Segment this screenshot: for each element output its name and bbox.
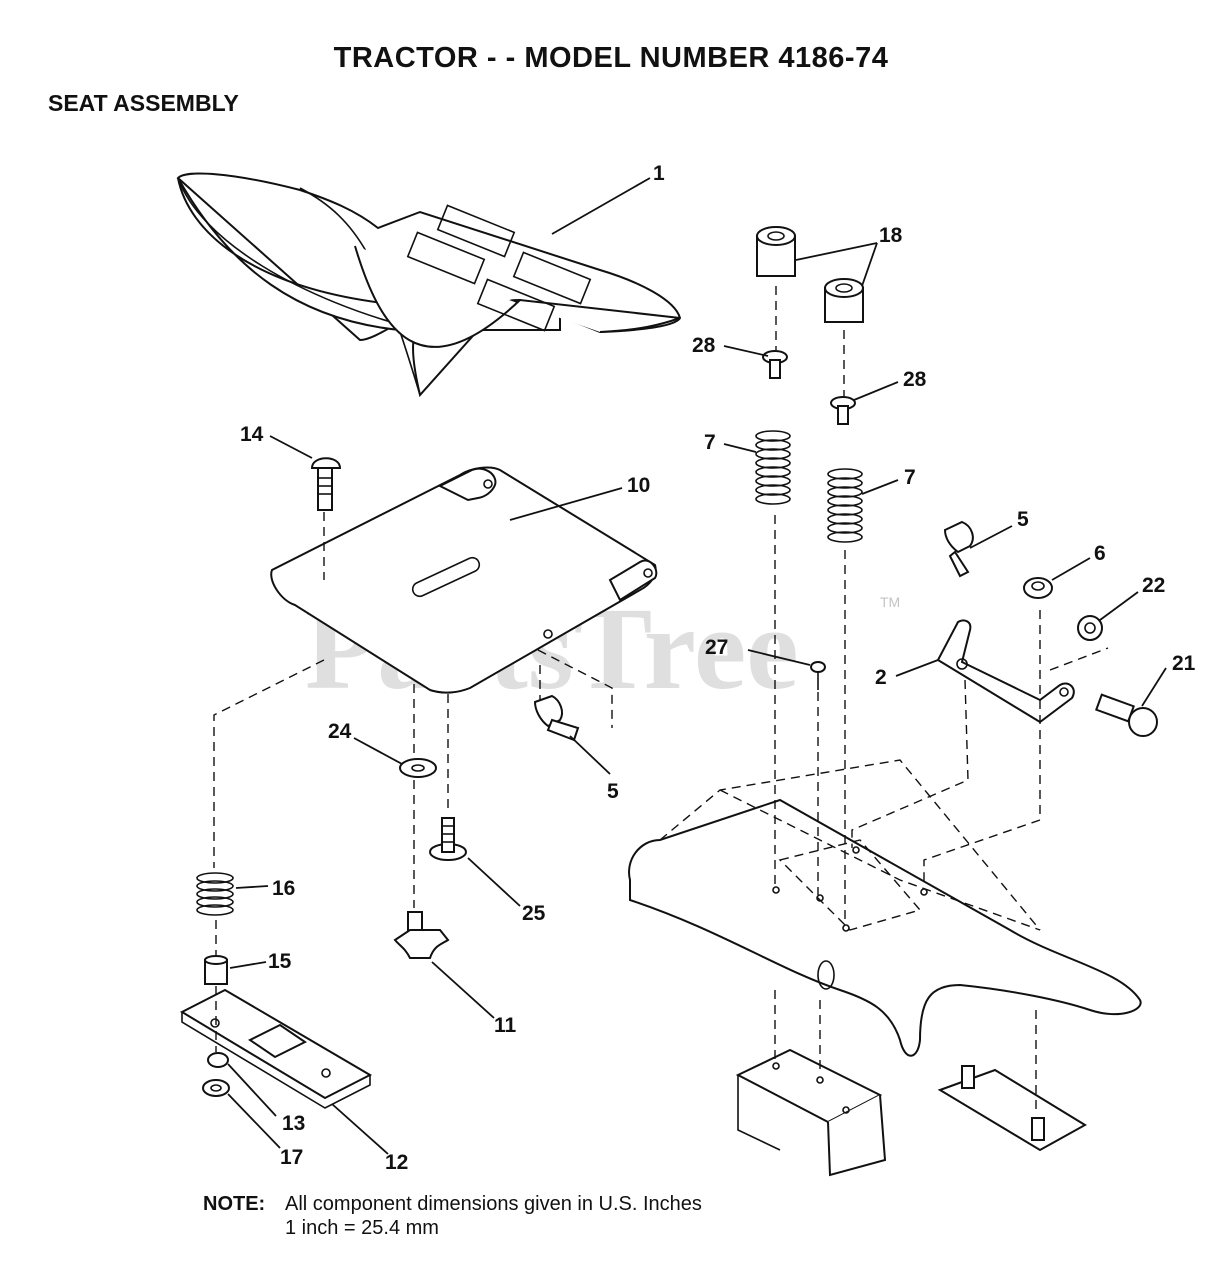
bumper-right — [824, 278, 864, 323]
callout-15: 15 — [268, 950, 292, 973]
callout-7-right: 7 — [904, 466, 916, 489]
callout-27: 27 — [705, 636, 728, 659]
spacer — [204, 955, 228, 985]
callout-24: 24 — [328, 720, 352, 743]
callout-6: 6 — [1094, 542, 1106, 565]
frame-bracket-right — [937, 1065, 1087, 1152]
flat-washer — [1077, 615, 1103, 641]
callout-5-left: 5 — [607, 780, 619, 803]
dimension-note: NOTE: All component dimensions given in U… — [203, 1192, 702, 1240]
callout-13: 13 — [282, 1112, 305, 1135]
note-text: All component dimensions given in U.S. I… — [285, 1192, 702, 1240]
callout-14: 14 — [240, 423, 264, 446]
callout-17: 17 — [280, 1146, 303, 1169]
seat-clip-right — [943, 520, 974, 578]
compression-spring-right — [827, 468, 863, 543]
frame-bracket-left — [735, 1048, 887, 1177]
callout-18: 18 — [879, 224, 903, 247]
shoulder-bolt — [429, 817, 467, 861]
adjustment-knob — [393, 911, 450, 959]
note-line-1: All component dimensions given in U.S. I… — [285, 1193, 702, 1215]
leader-lines — [227, 177, 1167, 1155]
pivot-bracket — [936, 619, 1075, 724]
bumper-left — [756, 226, 796, 277]
flange-nut — [202, 1079, 230, 1097]
seat-bracket — [179, 988, 373, 1109]
washer — [399, 758, 437, 778]
screw-right — [830, 396, 856, 425]
callout-2: 2 — [875, 666, 887, 689]
assembly-lines — [213, 286, 1109, 1112]
note-line-2: 1 inch = 25.4 mm — [285, 1217, 439, 1239]
carriage-bolt — [310, 457, 342, 511]
callout-5-right: 5 — [1017, 508, 1029, 531]
pivot-bolt — [1095, 693, 1158, 737]
compression-spring-left — [755, 430, 791, 505]
callout-28-left: 28 — [692, 334, 716, 357]
callout-7-left: 7 — [704, 431, 716, 454]
tractor-fender — [628, 759, 1142, 1057]
callout-16: 16 — [272, 877, 295, 900]
section-title: SEAT ASSEMBLY — [48, 90, 239, 116]
diagram-title: TRACTOR - - MODEL NUMBER 4186-74 — [333, 42, 889, 74]
callout-12: 12 — [385, 1151, 408, 1174]
seat-pan — [270, 466, 658, 694]
cotter-pin — [810, 661, 826, 690]
nut — [207, 1052, 229, 1068]
lock-nut — [1023, 577, 1053, 599]
screw-left — [762, 350, 788, 379]
watermark-trademark: TM — [880, 594, 900, 610]
compression-spring-small — [196, 872, 234, 916]
callout-28-right: 28 — [903, 368, 927, 391]
callout-labels: 1 18 28 28 14 7 7 10 5 6 22 21 2 27 5 24… — [240, 162, 1196, 1174]
callout-1: 1 — [653, 162, 665, 185]
seat — [176, 172, 682, 398]
seat-clip-left — [533, 694, 580, 742]
callout-11: 11 — [494, 1014, 517, 1037]
callout-25: 25 — [522, 902, 546, 925]
callout-10: 10 — [627, 474, 650, 497]
callout-21: 21 — [1172, 652, 1196, 675]
note-label: NOTE: — [203, 1193, 266, 1215]
callout-22: 22 — [1142, 574, 1165, 597]
